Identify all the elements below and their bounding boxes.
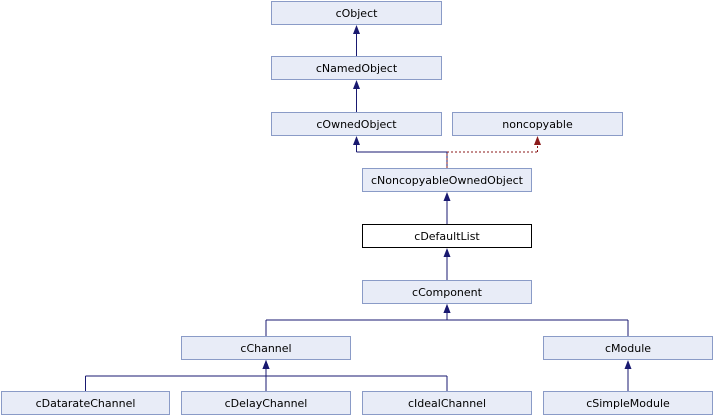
edge-cComponent-to-cDefaultList-arrowhead (443, 248, 451, 257)
node-cOwnedObject[interactable]: cOwnedObject (271, 112, 442, 136)
node-cDelayChannel[interactable]: cDelayChannel (181, 391, 351, 415)
node-cComponent[interactable]: cComponent (362, 280, 532, 304)
node-cObject[interactable]: cObject (271, 1, 442, 25)
node-cIdealChannel[interactable]: cIdealChannel (362, 391, 532, 415)
node-cDatarateChannel[interactable]: cDatarateChannel (1, 391, 170, 415)
edge-cDefaultList-to-cNoncopyableOwnedObject-arrowhead (443, 192, 451, 201)
edge-cIdealChannel-to-cChannel-arrowhead (262, 360, 270, 369)
node-cSimpleModule[interactable]: cSimpleModule (543, 391, 713, 415)
node-cNamedObject[interactable]: cNamedObject (271, 56, 442, 80)
edge-cModule-to-cComponent-arrowhead (443, 304, 451, 313)
edge-cNoncopyableOwnedObject-to-noncopyable-arrowhead (534, 136, 541, 145)
edge-cNamedObject-to-cObject-arrowhead (353, 25, 360, 34)
edge-cNoncopyableOwnedObject-to-cOwnedObject-arrowhead (353, 136, 360, 145)
node-cChannel[interactable]: cChannel (181, 336, 351, 360)
node-cModule[interactable]: cModule (543, 336, 713, 360)
edge-cSimpleModule-to-cModule-arrowhead (624, 360, 632, 369)
node-cDefaultList: cDefaultList (362, 224, 532, 248)
edge-cOwnedObject-to-cNamedObject-arrowhead (353, 80, 360, 89)
node-noncopyable[interactable]: noncopyable (452, 112, 623, 136)
node-cNoncopyableOwnedObject[interactable]: cNoncopyableOwnedObject (362, 168, 532, 192)
